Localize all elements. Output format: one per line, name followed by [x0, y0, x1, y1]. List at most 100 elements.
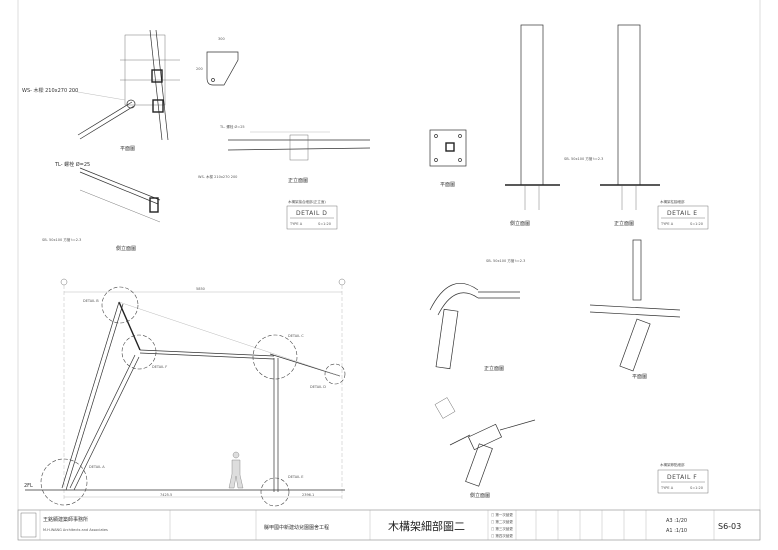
firm-logo [20, 512, 37, 538]
drawing-line [139, 349, 275, 357]
drawing-line [118, 301, 341, 377]
details-A: DETAIL A [89, 465, 105, 469]
sheet-revisions-1: □ 第二次變更 [491, 519, 513, 524]
drawing-line [118, 301, 141, 351]
main-elevation: 5850 2FL 7425.5 2396.1 DETAIL B DETAIL F… [24, 278, 346, 507]
drawing-line [79, 189, 161, 223]
detail-f-tag [657, 469, 709, 494]
views-front_elevation: 正立面圖 [484, 365, 504, 372]
details-E: DETAIL E [288, 475, 303, 479]
detail-b-circle [101, 286, 139, 324]
drawing-line [206, 51, 239, 86]
drawing-line [435, 308, 459, 370]
details-F: DETAIL F [667, 474, 697, 481]
drawing-line [437, 292, 479, 316]
sheet-revisions-0: □ 第一次變更 [491, 512, 513, 517]
details-D: DETAIL D [310, 385, 326, 389]
details-type: TYPE A [660, 486, 674, 490]
drawing-line [632, 239, 642, 301]
view-label-plan: 平面圖 [120, 146, 135, 152]
scale-a1: A1 :1/10 [666, 528, 687, 534]
drawing-line [124, 34, 166, 106]
drawing-line [434, 158, 438, 162]
details-scale: S=1:20 [690, 222, 703, 226]
post-front [617, 24, 641, 186]
notes-bolt: TL- 螺栓 Ø=25 [54, 161, 90, 168]
detail-a-circle [40, 458, 88, 506]
scale-a3: A3 :1/20 [666, 518, 687, 524]
drawing-line [61, 301, 120, 489]
sheet-number: S6-03 [718, 522, 741, 531]
post-side [520, 24, 544, 186]
drawing-line [449, 434, 471, 446]
drawing-line [589, 311, 681, 318]
drawing-line [79, 167, 161, 201]
notes-plate: SB- 50x100 方管 t=2.3 [564, 156, 603, 161]
views-front_elevation: 正立面圖 [288, 177, 308, 184]
details-E: DETAIL E [667, 210, 698, 217]
views-plan: 平面圖 [440, 182, 455, 188]
dimensions-plate_h: 200 [196, 67, 203, 71]
span-dimension: 5850 [196, 287, 205, 291]
drawing-line [338, 278, 346, 286]
detail-e: 平面圖 SB- 50x100 方管 t=2.3 側立面圖 正立面圖 木構架柱腳細… [429, 24, 709, 230]
drawing-line [445, 142, 455, 152]
drawing-line [79, 171, 159, 205]
drawing-line [149, 197, 159, 213]
dimensions-left: 7425.5 [160, 493, 172, 497]
views-front_elevation: 正立面圖 [614, 220, 634, 227]
drawing-line [499, 419, 536, 431]
drawing-line [619, 318, 651, 372]
detail-f: SB- 50x100 方管 t=2.3 正立面圖 平面圖 側立面圖 木構架節點細… [429, 239, 709, 499]
details-B: DETAIL B [83, 299, 99, 303]
sheet-revisions-3: □ 第四次變更 [491, 533, 513, 538]
details-type: TYPE A [660, 222, 674, 226]
drawing-line [155, 29, 169, 141]
details-F: DETAIL F [152, 365, 167, 369]
details-D: DETAIL D [296, 210, 327, 217]
notes-e_caption: 木構架柱腳細部 [660, 199, 685, 204]
details-scale: S=1:20 [318, 222, 331, 226]
drawing-line [289, 134, 309, 161]
firm-name-cn: 王銘顯建築師事務所 [43, 516, 88, 523]
plate-detail: 300 200 [196, 37, 239, 86]
drawing-line [149, 29, 163, 141]
views-side_elevation: 側立面圖 [510, 220, 530, 227]
details-scale: S=1:20 [690, 486, 703, 490]
drawing-line [152, 99, 164, 113]
detail-e-tag [657, 205, 709, 230]
project-name: 縣甲國中新建幼兒園園舍工程 [264, 524, 329, 531]
details-C: DETAIL C [288, 334, 304, 338]
detail-d-circle [324, 363, 346, 385]
human-figure [228, 451, 244, 489]
detail-d-front: TL- 螺栓 Ø=25 WS- 木樑 210x270 200 正立面圖 木構架接… [198, 124, 371, 230]
detail-e-circle [260, 477, 290, 507]
views-plan: 平面圖 [632, 374, 647, 380]
details-type: TYPE A [289, 222, 303, 226]
drawing-line [269, 353, 341, 377]
drawing-line [211, 78, 215, 82]
drawing-line [17, 509, 761, 541]
beam-note: WS- 木樑 210x270 200 [22, 87, 78, 94]
detail-b-side: TL- 螺栓 Ø=25 SB- 50x100 方管 t=2.3 側立面圖 [42, 161, 161, 252]
drawing-line [151, 69, 163, 83]
detail-c-circle [252, 334, 298, 380]
notes-bolt: TL- 螺栓 Ø=25 [219, 124, 245, 129]
drawing-line [60, 278, 68, 286]
drawing-line [139, 352, 275, 360]
notes-d_caption: 木構架接合細部(正立面) [288, 199, 326, 204]
detail-d-tag [286, 205, 338, 230]
drawing-line [458, 134, 462, 138]
detail-b-plan: WS- 木樑 210x270 200 平面圖 [22, 29, 180, 152]
drawing-line [69, 354, 136, 489]
detail-f-circle [121, 334, 157, 370]
drawing-line [429, 282, 479, 311]
drawing-line [71, 90, 126, 101]
sheet-revisions-2: □ 第三次變更 [491, 526, 513, 531]
dimensions-right: 2396.1 [302, 493, 314, 497]
notes-plate: SB- 50x100 方管 t=2.3 [486, 258, 525, 263]
drawing-line [429, 129, 467, 167]
drawing-line [434, 397, 456, 419]
drawing-line [77, 101, 133, 136]
drawing-line [73, 356, 140, 491]
